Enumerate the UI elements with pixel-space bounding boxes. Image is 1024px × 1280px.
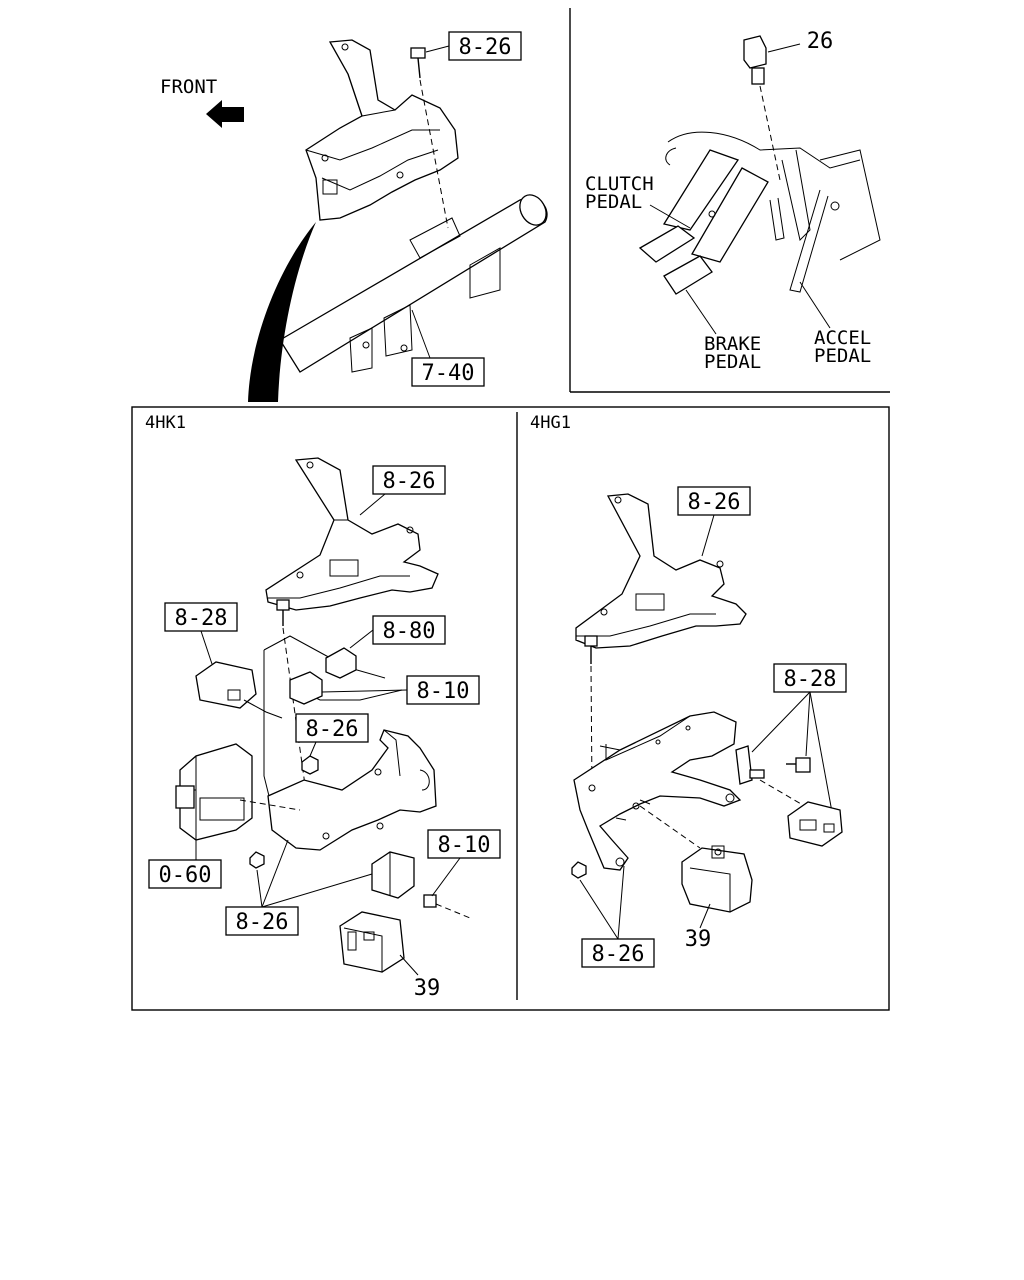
hk1-harness2-callout bbox=[427, 829, 501, 859]
hk1-part39-callout: 39 bbox=[414, 976, 441, 1001]
clutch-pedal-label-2: PEDAL bbox=[585, 191, 642, 213]
panel-4hk1: 8-26 8-28 8-80 8-10 8-26 bbox=[148, 457, 501, 1001]
hk1-harness-callout-text: 8-10 bbox=[417, 679, 470, 704]
top-bracket-callout-text: 8-26 bbox=[459, 35, 512, 60]
clutch-pedal-label-1: CLUTCH bbox=[585, 173, 654, 195]
hk1-relay-callout-text: 8-28 bbox=[175, 606, 228, 631]
hk1-relay-callout bbox=[164, 602, 238, 632]
variant-4hg1-label: 4HG1 bbox=[530, 413, 571, 433]
hg1-bracket-callout-text: 8-26 bbox=[688, 490, 741, 515]
hk1-nut-callout-text: 8-26 bbox=[306, 717, 359, 742]
hk1-module-callout-text: 0-60 bbox=[159, 863, 212, 888]
panel-4hg1: 8-26 8-28 bbox=[571, 486, 847, 968]
hk1-connector-callout bbox=[372, 615, 446, 645]
hg1-relay-callout-text: 8-28 bbox=[784, 667, 837, 692]
hg1-fasteners-callout bbox=[581, 938, 655, 968]
hk1-bracket-callout bbox=[372, 465, 446, 495]
top-tube-callout bbox=[411, 357, 485, 387]
hk1-nut-callout bbox=[295, 713, 369, 743]
brake-pedal-label-2: PEDAL bbox=[704, 351, 761, 373]
top-bracket-callout bbox=[448, 31, 522, 61]
brake-pedal-label-1: BRAKE bbox=[704, 333, 761, 355]
hk1-connector-callout-text: 8-80 bbox=[383, 619, 436, 644]
hk1-bracket-callout-text: 8-26 bbox=[383, 469, 436, 494]
hk1-fasteners-callout-text: 8-26 bbox=[236, 910, 289, 935]
hk1-module-callout bbox=[148, 859, 222, 889]
variant-4hk1-label: 4HK1 bbox=[145, 413, 186, 433]
top-tube-callout-text: 7-40 bbox=[422, 361, 475, 386]
accel-pedal-label-1: ACCEL bbox=[814, 327, 871, 349]
hg1-fasteners-callout-text: 8-26 bbox=[592, 942, 645, 967]
detail-pointer-arrow bbox=[248, 222, 316, 402]
accel-pedal-label-2: PEDAL bbox=[814, 345, 871, 367]
top-left-assembly: FRONT 8-26 7-40 bbox=[160, 31, 548, 402]
hg1-part39-callout: 39 bbox=[685, 927, 712, 952]
hk1-fasteners-callout bbox=[225, 906, 299, 936]
variants-frame bbox=[131, 406, 890, 1011]
pedal-assembly: 26 CLUTCH PEDAL BRAKE PEDAL ACCEL PEDAL bbox=[585, 29, 881, 373]
hk1-harness-callout bbox=[406, 675, 480, 705]
hg1-relay-callout bbox=[773, 663, 847, 693]
front-label: FRONT bbox=[160, 76, 217, 98]
hg1-bracket-callout bbox=[677, 486, 751, 516]
front-arrow-icon bbox=[206, 100, 244, 128]
pedal-switch-callout: 26 bbox=[807, 29, 834, 54]
hk1-harness2-callout-text: 8-10 bbox=[438, 833, 491, 858]
